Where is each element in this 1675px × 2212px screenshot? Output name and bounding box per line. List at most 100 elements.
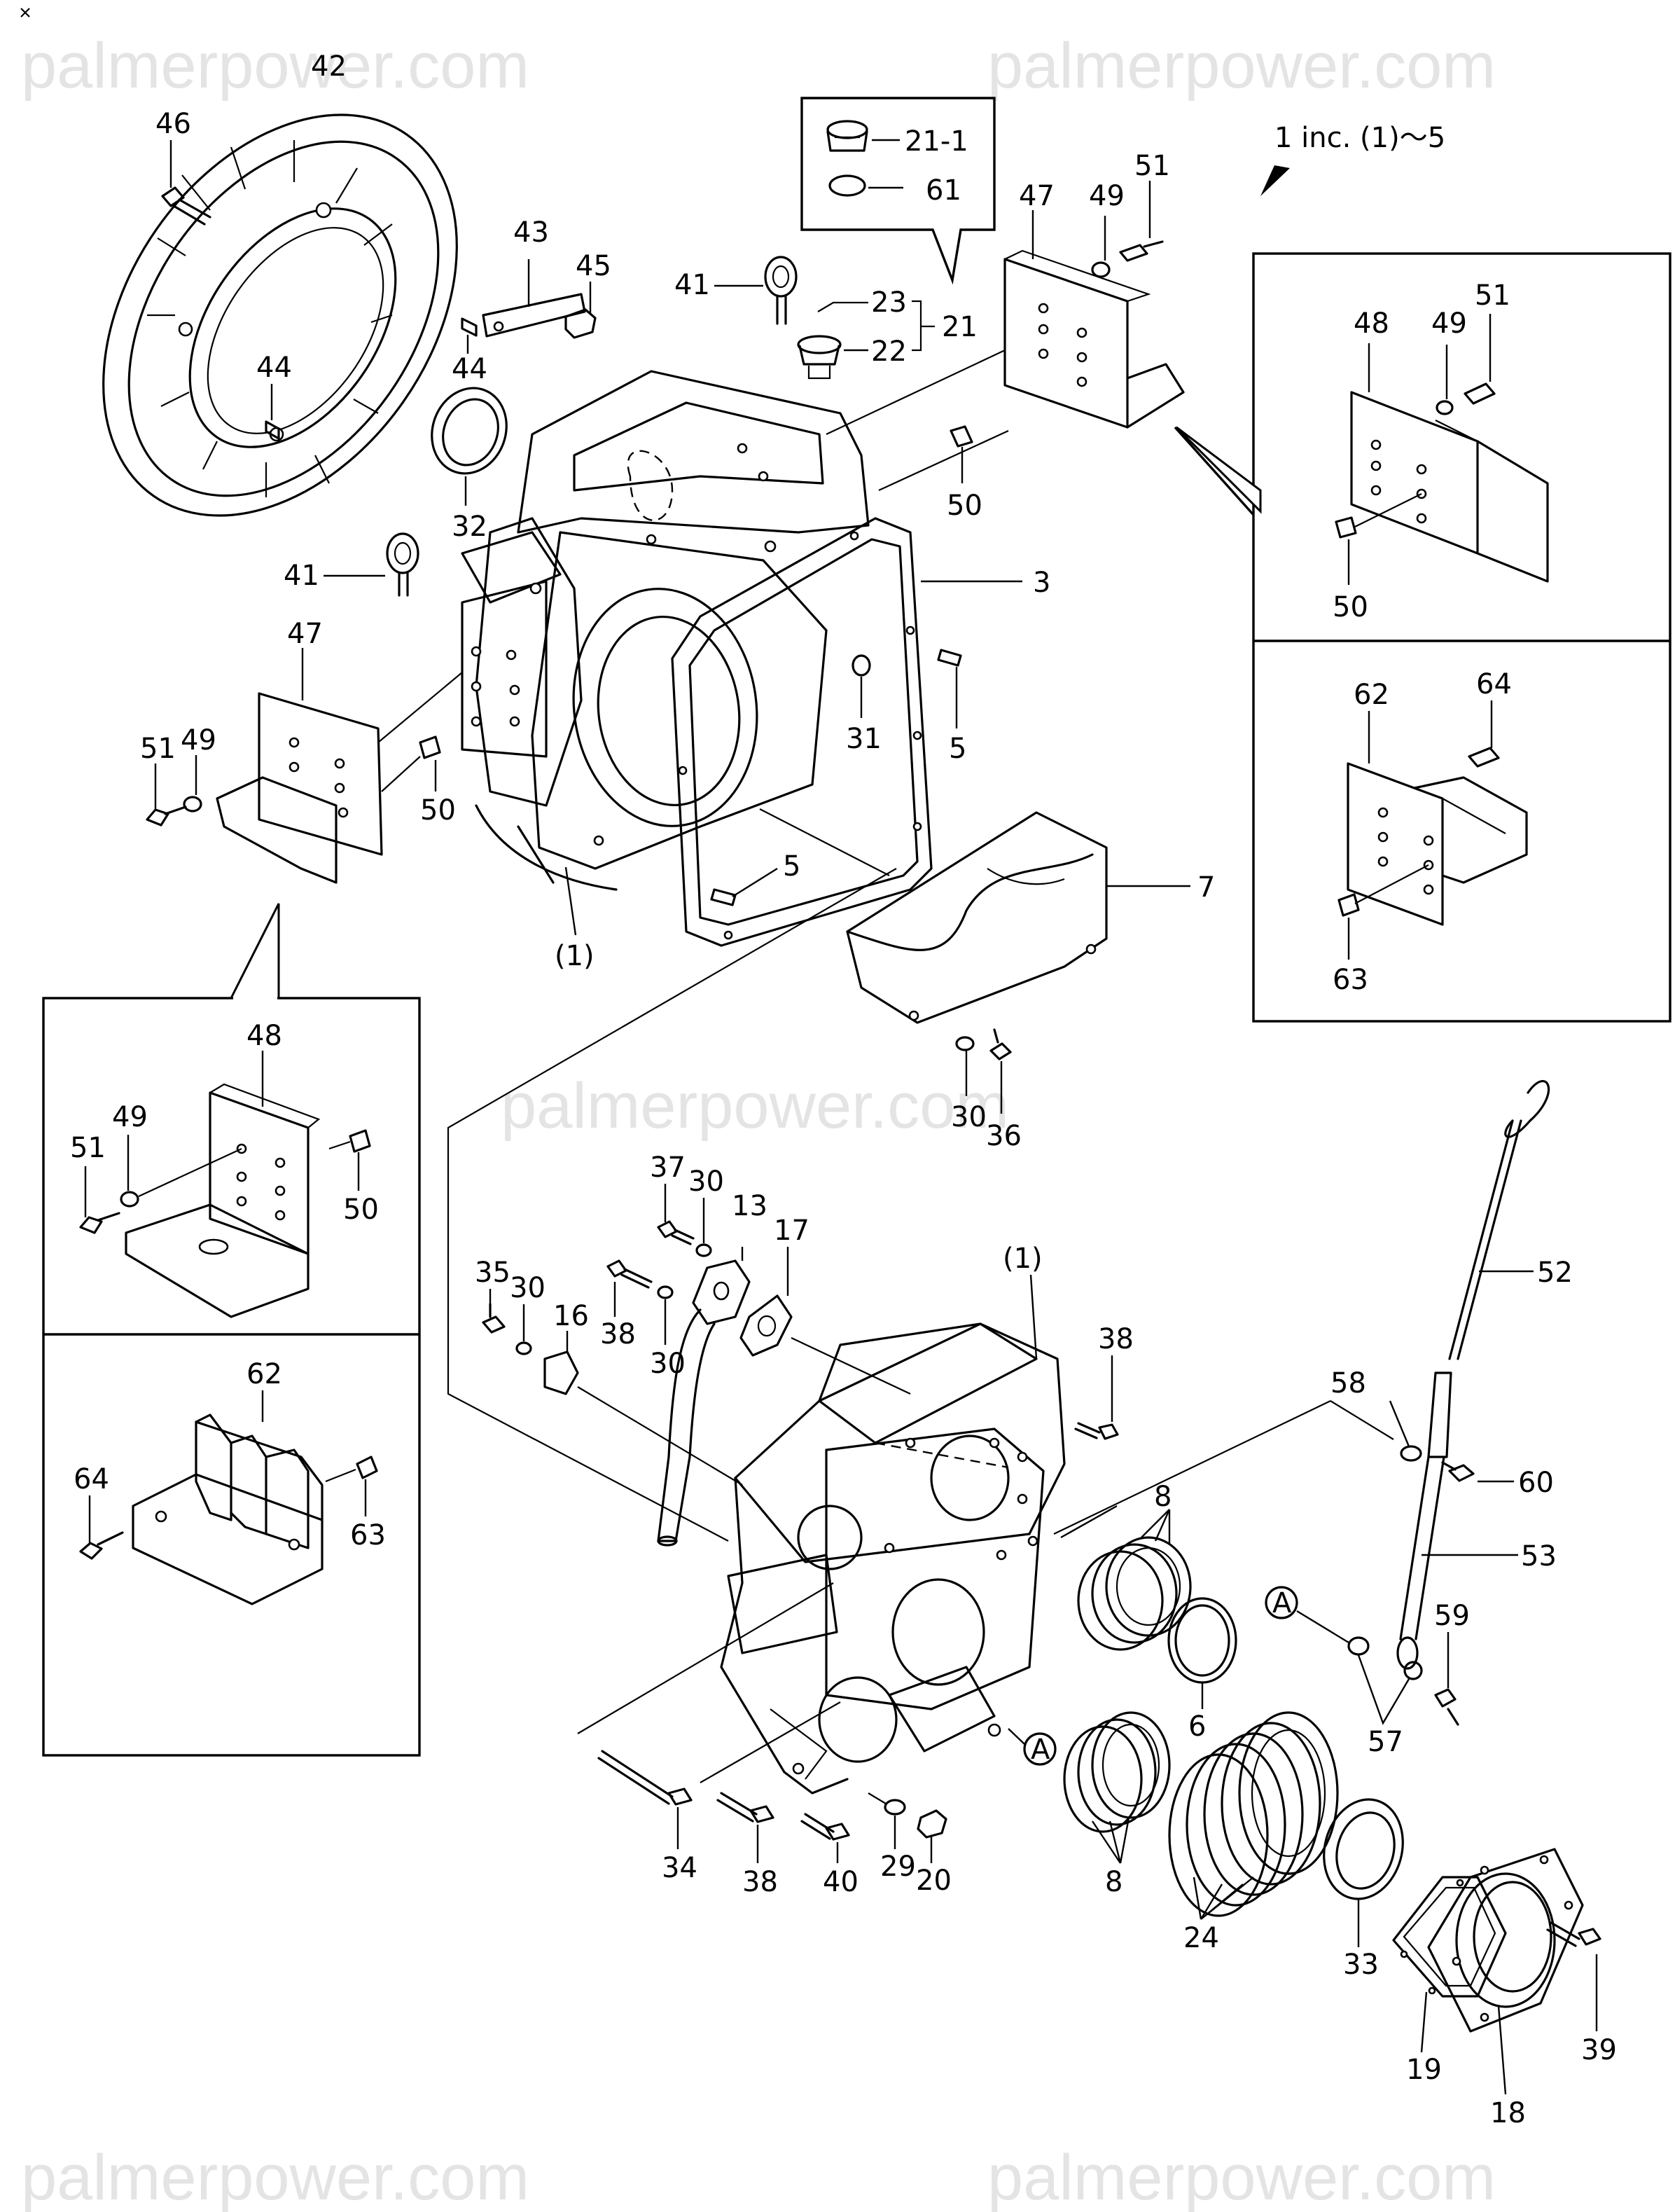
washer-30-c [657, 1285, 674, 1345]
bushing-24 [1168, 1711, 1339, 1920]
dowel-5-bottom [710, 867, 778, 906]
bolt-36 [989, 1028, 1012, 1114]
bolt-40 [800, 1813, 850, 1863]
cover-7 [846, 811, 1190, 1024]
label-7: 7 [1197, 871, 1215, 904]
label-5a: 5 [949, 733, 966, 765]
callout-box-21-1 [800, 97, 996, 285]
label-48b: 48 [246, 1020, 282, 1052]
washer-30-b [695, 1198, 712, 1257]
watermarks: palmerpower.com palmerpower.com palmerpo… [21, 30, 1496, 2212]
o-ring-31 [852, 654, 871, 718]
washer-29 [868, 1792, 906, 1849]
label-48a: 48 [1354, 307, 1389, 340]
leader-tube-to-case [1060, 1505, 1118, 1539]
bolt-60 [1441, 1461, 1514, 1483]
washer-49-left [183, 755, 202, 813]
label-13: 13 [732, 1190, 767, 1222]
label-30c: 30 [510, 1272, 545, 1304]
label-22: 22 [871, 336, 907, 368]
label-36: 36 [986, 1120, 1022, 1152]
watermark-bottom-left: palmerpower.com [21, 2142, 529, 2212]
label-62a: 62 [1354, 679, 1389, 711]
gear-case-body [720, 1274, 1066, 1795]
label-45: 45 [576, 250, 611, 282]
bolt-38-lower [700, 1701, 841, 1863]
label-8-lower: 8 [1105, 1866, 1123, 1898]
o-ring-6 [1167, 1597, 1237, 1709]
label-53: 53 [1521, 1540, 1557, 1572]
label-44a: 44 [256, 352, 292, 384]
label-30b: 30 [688, 1166, 724, 1198]
bolt-59 [1434, 1632, 1459, 1726]
label-40: 40 [823, 1866, 859, 1898]
bracket-47-upper [1003, 210, 1185, 429]
label-49a: 49 [1089, 180, 1125, 212]
label-63a: 63 [1333, 964, 1368, 996]
label-49d: 49 [112, 1101, 148, 1133]
oil-pipe-13 [657, 1247, 751, 1547]
label-34: 34 [662, 1852, 697, 1884]
label-39: 39 [1581, 2034, 1617, 2066]
oil-seal-33 [1323, 1798, 1404, 1947]
dowel-50-upper [950, 425, 973, 483]
eye-bolt-41-left [324, 532, 419, 597]
option-box-left [42, 903, 421, 1757]
label-64a: 64 [1476, 668, 1512, 700]
flywheel-housing-body [461, 370, 870, 936]
watermark-center: palmerpower.com [501, 1070, 1009, 1142]
label-31: 31 [846, 723, 882, 755]
label-63b: 63 [350, 1519, 386, 1551]
watermark-bottom-right: palmerpower.com [987, 2142, 1496, 2212]
label-57: 57 [1368, 1726, 1403, 1758]
clamp-16 [543, 1331, 743, 1486]
label-17: 17 [774, 1215, 809, 1247]
option-box-right [1174, 252, 1671, 1023]
corner-mark [20, 8, 30, 18]
label-37: 37 [650, 1152, 686, 1184]
bracket-47-left [216, 648, 463, 884]
label-5b: 5 [783, 850, 800, 883]
assembly-lines-lower [447, 808, 897, 1542]
label-62b: 62 [246, 1358, 282, 1390]
label-50b: 50 [420, 794, 456, 827]
label-16: 16 [553, 1300, 589, 1332]
stud-44 [265, 317, 478, 440]
washer-57 [1347, 1636, 1423, 1725]
label-19: 19 [1406, 2054, 1442, 2086]
label-38-lower: 38 [742, 1866, 778, 1898]
label-20: 20 [916, 1865, 952, 1897]
label-29: 29 [880, 1851, 916, 1883]
label-21: 21 [942, 311, 978, 343]
label-49c: 49 [1431, 307, 1467, 340]
washer-49-upper [1091, 216, 1111, 278]
bolt-35 [482, 1289, 506, 1334]
label-59: 59 [1434, 1600, 1470, 1632]
bolt-51-left [146, 763, 187, 827]
label-41b: 41 [284, 560, 319, 592]
label-43: 43 [513, 216, 549, 249]
ref-A-upper [1265, 1586, 1349, 1644]
washer-58 [1053, 1400, 1422, 1535]
label-32: 32 [452, 511, 487, 543]
label-38-right: 38 [1098, 1323, 1134, 1355]
label-51a: 51 [1134, 150, 1170, 182]
gasket-19 [1392, 1876, 1507, 2053]
label-ref-A1: A [1272, 1587, 1292, 1619]
gasket-17 [739, 1247, 911, 1395]
label-1-top: (1) [555, 940, 595, 972]
bolt-38-right [1074, 1355, 1119, 1440]
label-46: 46 [155, 108, 191, 140]
breather-plug-22 [797, 300, 935, 380]
label-60: 60 [1518, 1467, 1554, 1499]
plate-43 [482, 259, 586, 338]
bolt-46 [161, 186, 211, 226]
label-30d: 30 [650, 1348, 686, 1380]
bushing-8-upper [1077, 1509, 1192, 1651]
callout-labels: 1 inc. (1)～5 42 46 43 45 44 44 32 41 41 … [70, 50, 1617, 2129]
label-35: 35 [475, 1257, 510, 1289]
oil-seal-32 [431, 387, 508, 506]
label-49b: 49 [181, 724, 216, 756]
label-52: 52 [1537, 1257, 1573, 1289]
label-42: 42 [311, 50, 347, 83]
